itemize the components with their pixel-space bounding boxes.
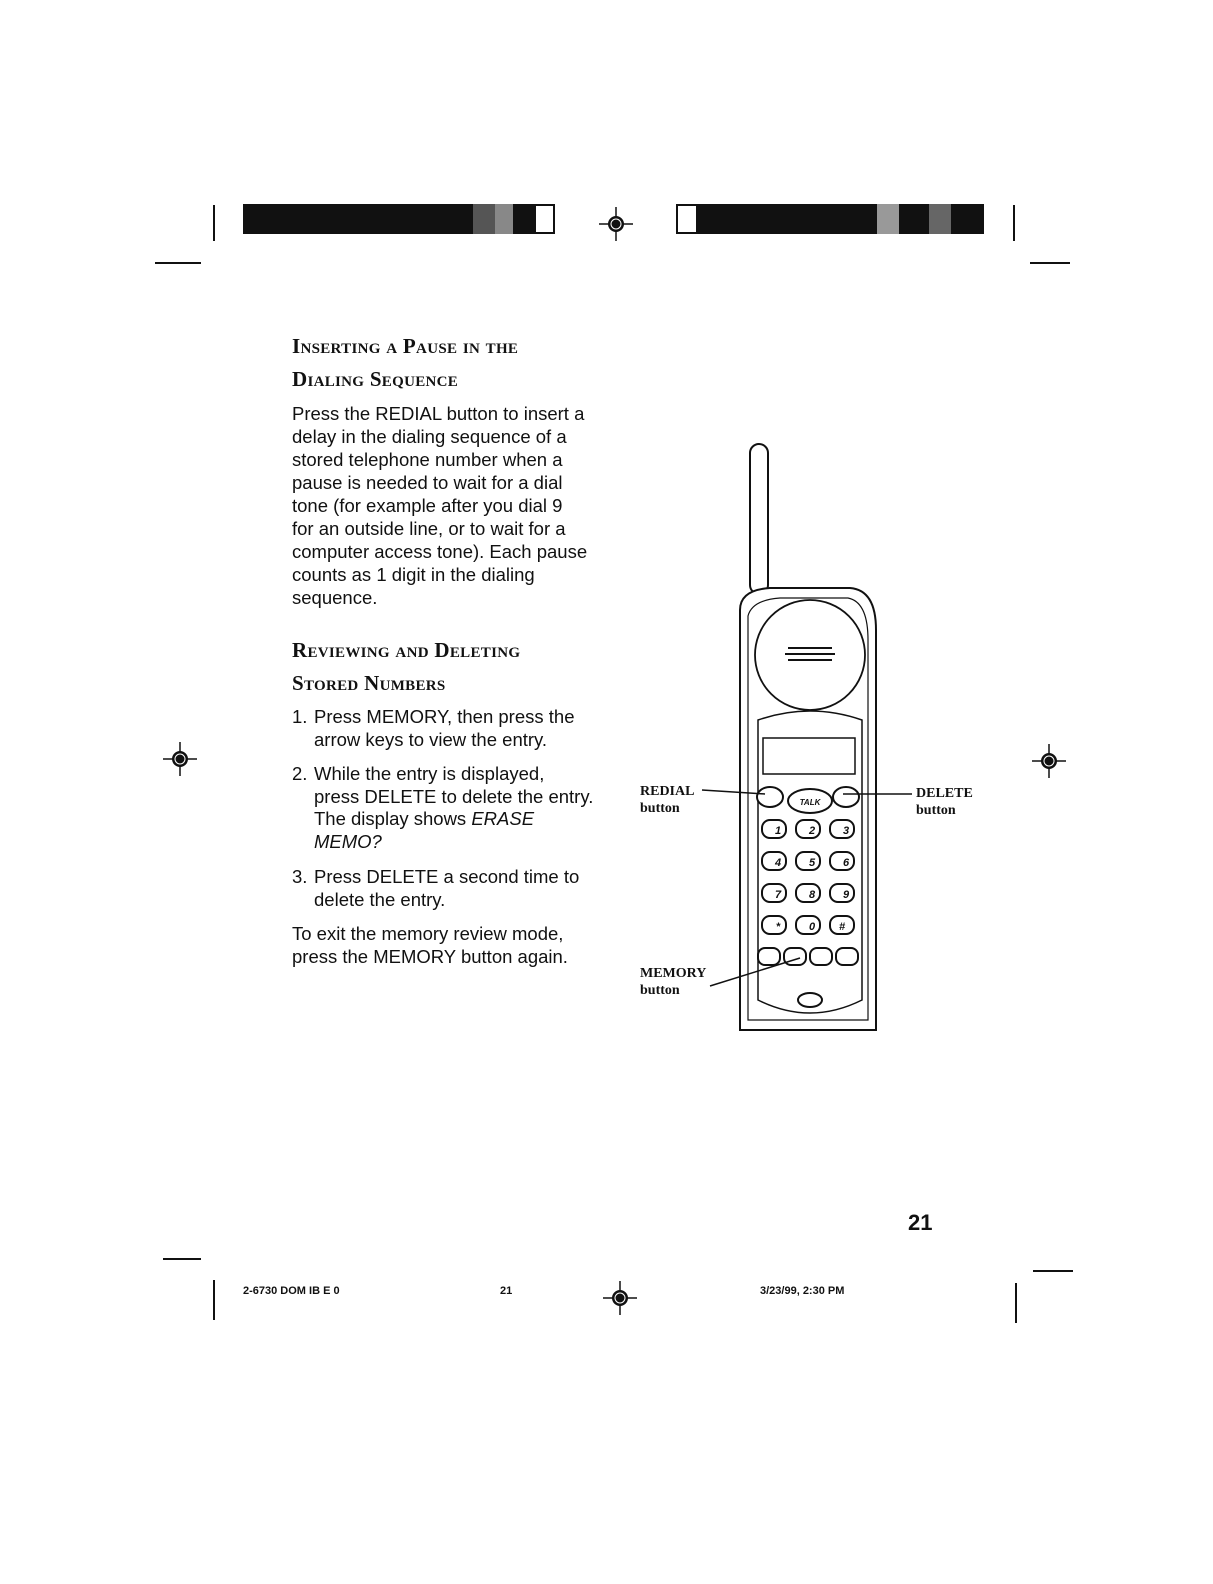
key-label: 8 — [809, 889, 816, 901]
step-number: 3. — [292, 866, 308, 887]
key-label: 5 — [809, 857, 816, 869]
crop-mark — [155, 262, 201, 264]
crop-mark — [213, 205, 215, 241]
section-heading: Inserting a Pause in the Dialing Sequenc… — [292, 330, 622, 396]
heading-line: Stored Numbers — [292, 671, 446, 695]
key-label: * — [776, 921, 781, 933]
text-line: sequence. — [292, 587, 378, 608]
text-line: for an outside line, or to wait for a — [292, 518, 566, 539]
text-line: delete the entry. — [314, 888, 446, 910]
color-bar-left — [243, 204, 555, 234]
heading-line: Dialing Sequence — [292, 367, 459, 391]
callout-leaders — [701, 789, 912, 987]
key-label: TALK — [800, 798, 822, 807]
text-line: Press MEMORY, then press the — [314, 706, 575, 727]
list-item: 3. Press DELETE a second time to delete … — [292, 866, 622, 911]
key-label: 0 — [809, 921, 816, 933]
step-number: 2. — [292, 763, 308, 784]
callout-label: REDIAL — [640, 784, 695, 799]
crop-mark — [1033, 1270, 1073, 1272]
key-label: 1 — [775, 825, 781, 837]
step-number: 1. — [292, 706, 308, 727]
display-text: MEMO? — [314, 830, 382, 852]
text-line: To exit the memory review mode, — [292, 923, 564, 944]
callout-label: DELETE — [916, 786, 973, 801]
callout-sub: button — [916, 803, 956, 818]
text-line: Press DELETE a second time to — [314, 866, 580, 887]
memory-callout: MEMORY button — [640, 965, 706, 999]
crop-mark — [1015, 1283, 1017, 1323]
key-label: 7 — [775, 889, 782, 901]
list-item: 1. Press MEMORY, then press the arrow ke… — [292, 706, 622, 751]
text-line: computer access tone). Each pause — [292, 541, 588, 562]
text-line: counts as 1 digit in the dialing — [292, 564, 535, 585]
cordless-phone-figure: TALK 1 2 3 4 5 6 7 8 9 * 0 # — [739, 443, 877, 1031]
key-label: # — [839, 921, 846, 933]
delete-callout: DELETE button — [916, 785, 973, 819]
heading-line: Reviewing and Deleting — [292, 638, 521, 662]
page-number: 21 — [908, 1210, 933, 1235]
color-bar-right — [676, 204, 984, 234]
crop-mark — [1013, 205, 1015, 241]
crop-mark — [1030, 262, 1070, 264]
body-paragraph: Press the REDIAL button to insert a dela… — [292, 402, 622, 609]
slug-page: 21 — [500, 1285, 513, 1297]
text-line: delay in the dialing sequence of a — [292, 426, 567, 447]
list-item: 2. While the entry is displayed, press D… — [292, 763, 622, 853]
doc-code: 2-6730 DOM IB E 0 — [243, 1285, 340, 1297]
redial-callout: REDIAL button — [640, 783, 694, 817]
heading-line: Inserting a Pause in the — [292, 334, 519, 358]
text-line: arrow keys to view the entry. — [314, 728, 548, 750]
text-line: press the MEMORY button again. — [292, 946, 568, 967]
callout-sub: button — [640, 801, 680, 816]
text-line: Press the REDIAL button to insert a — [292, 403, 585, 424]
crosshair-icon — [163, 742, 197, 776]
key-label: 6 — [843, 857, 850, 869]
text-line: press DELETE to delete the entry. — [314, 785, 594, 807]
text-line: The display shows — [314, 808, 472, 829]
crop-mark — [213, 1280, 215, 1320]
crosshair-icon — [599, 207, 633, 241]
slug-timestamp: 3/23/99, 2:30 PM — [760, 1285, 845, 1297]
section-heading: Reviewing and Deleting Stored Numbers — [292, 634, 622, 700]
crosshair-icon — [603, 1281, 637, 1315]
text-line: While the entry is displayed, — [314, 763, 545, 784]
text-line: tone (for example after you dial 9 — [292, 495, 563, 516]
crosshair-icon — [1032, 744, 1066, 778]
text-line: pause is needed to wait for a dial — [292, 472, 563, 493]
closing-paragraph: To exit the memory review mode, press th… — [292, 922, 622, 968]
display-text: ERASE — [471, 808, 535, 829]
callout-label: MEMORY — [640, 966, 707, 981]
text-line: stored telephone number when a — [292, 449, 563, 470]
key-label: 2 — [808, 825, 815, 837]
key-label: 3 — [843, 825, 849, 837]
crop-mark — [163, 1258, 201, 1260]
key-label: 4 — [774, 857, 781, 869]
key-label: 9 — [843, 889, 850, 901]
callout-sub: button — [640, 983, 680, 998]
